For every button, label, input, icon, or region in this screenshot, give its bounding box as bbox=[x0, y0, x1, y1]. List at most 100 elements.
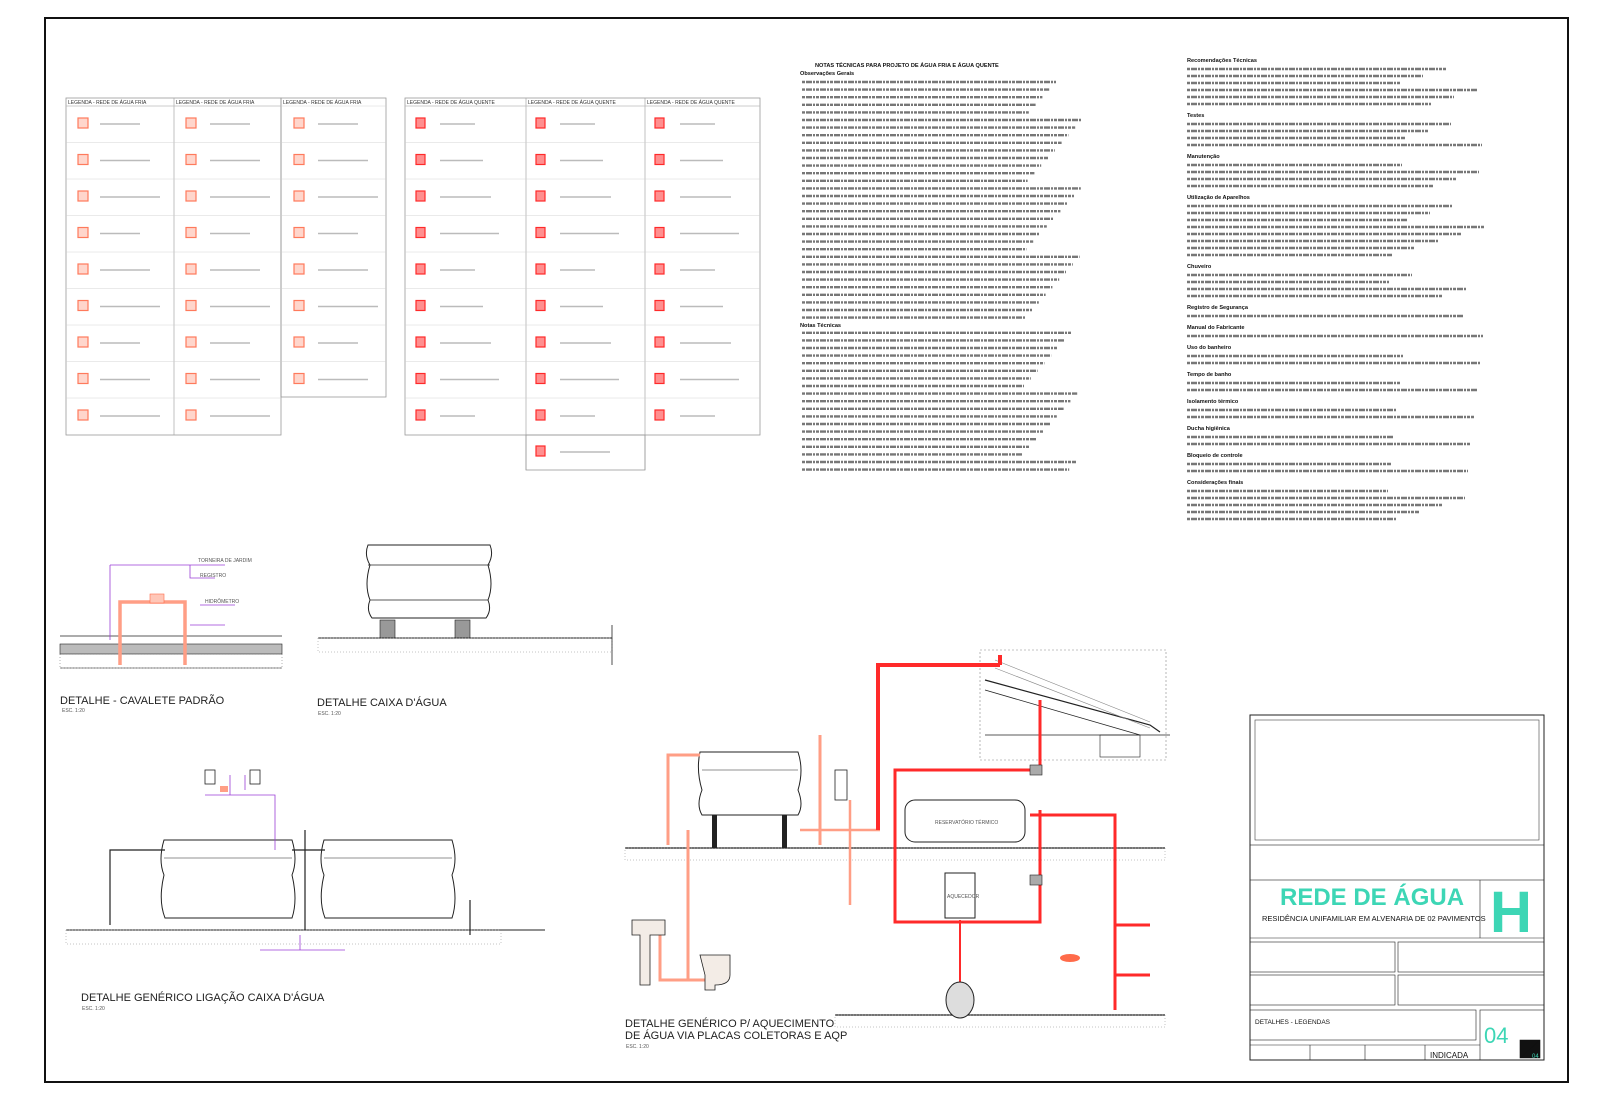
legend-symbol-icon bbox=[185, 153, 260, 166]
recommendation-heading: Utilização de Aparelhos bbox=[1187, 195, 1250, 201]
legend-symbol-icon bbox=[654, 226, 739, 239]
svg-text:REGISTRO: REGISTRO bbox=[200, 573, 226, 579]
legend-symbol-icon bbox=[415, 263, 475, 275]
legend-symbol-icon bbox=[415, 409, 475, 421]
legend-hot-water: LEGENDA - REDE DE ÁGUA QUENTE LEGENDA - … bbox=[404, 97, 761, 471]
legend-symbol-icon bbox=[77, 409, 160, 421]
legend-symbol-icon bbox=[293, 336, 358, 348]
boiler-label: RESERVATÓRIO TÉRMICO bbox=[935, 819, 998, 826]
legend-symbol-icon bbox=[293, 372, 368, 385]
recommendation-heading: Manual do Fabricante bbox=[1187, 325, 1245, 331]
legend-symbol-icon bbox=[654, 299, 723, 312]
ligacao-scale: ESC. 1:20 bbox=[82, 1006, 105, 1012]
legend-symbol-icon bbox=[185, 226, 250, 239]
legend-symbol-icon bbox=[535, 409, 595, 421]
recommendation-heading: Uso do banheiro bbox=[1187, 345, 1232, 351]
caixa-title: DETALHE CAIXA D'ÁGUA bbox=[317, 696, 447, 709]
sheet-content: DETALHES - LEGENDAS bbox=[1255, 1019, 1331, 1026]
legend-symbol-icon bbox=[654, 372, 739, 385]
legend-symbol-icon bbox=[77, 117, 140, 129]
legend-cold-header-3: LEGENDA - REDE DE ÁGUA FRIA bbox=[283, 99, 362, 106]
legend-symbol-icon bbox=[185, 117, 250, 129]
legend-symbol-icon bbox=[415, 226, 499, 239]
sheet-frame bbox=[44, 17, 1569, 1083]
heater bbox=[944, 872, 976, 919]
notes-title: NOTAS TÉCNICAS PARA PROJETO DE ÁGUA FRIA… bbox=[815, 61, 999, 69]
legend-symbol-icon bbox=[415, 299, 483, 312]
legend-symbol-icon bbox=[654, 263, 715, 275]
cavalete-title: DETALHE - CAVALETE PADRÃO bbox=[60, 694, 225, 707]
svg-text:TORNEIRA DE JARDIM: TORNEIRA DE JARDIM bbox=[198, 558, 252, 564]
legend-symbol-icon bbox=[654, 117, 715, 129]
legend-symbol-icon bbox=[77, 226, 140, 239]
cavalete-scale: ESC. 1:20 bbox=[62, 708, 85, 714]
legend-symbol-icon bbox=[185, 372, 260, 385]
legend-symbol-icon bbox=[535, 372, 619, 385]
legend-symbol-icon bbox=[293, 190, 378, 202]
legend-symbol-icon bbox=[535, 336, 611, 348]
notes-heading-technical: Notas Técnicas bbox=[800, 323, 841, 329]
aquecimento-title-2: DE ÁGUA VIA PLACAS COLETORAS E AQP bbox=[625, 1029, 847, 1042]
legend-symbol-icon bbox=[654, 336, 731, 348]
legend-symbol-icon bbox=[185, 336, 250, 348]
legend-symbol-icon bbox=[535, 263, 595, 275]
legend-symbol-icon bbox=[293, 263, 368, 275]
legend-symbol-icon bbox=[415, 153, 483, 166]
discipline-letter: H bbox=[1490, 880, 1532, 945]
heater-label: AQUECEDOR bbox=[947, 894, 980, 900]
project-description: RESIDÊNCIA UNIFAMILIAR EM ALVENARIA DE 0… bbox=[1262, 914, 1486, 923]
legend-symbol-icon bbox=[293, 153, 368, 166]
boiler bbox=[904, 799, 1026, 843]
legend-cold-water: LEGENDA - REDE DE ÁGUA FRIA LEGENDA - RE… bbox=[65, 97, 387, 436]
legend-symbol-icon bbox=[535, 117, 595, 129]
detail-ligacao-caixa: DETALHE GENÉRICO LIGAÇÃO CAIXA D'ÁGUA ES… bbox=[65, 769, 545, 1012]
legend-symbol-icon bbox=[535, 153, 603, 166]
recommendation-heading: Testes bbox=[1187, 113, 1204, 119]
recommendation-heading: Tempo de banho bbox=[1187, 372, 1232, 378]
recommendation-heading: Isolamento térmico bbox=[1187, 399, 1239, 405]
legend-symbol-icon bbox=[415, 372, 499, 385]
legend-symbol-icon bbox=[415, 190, 491, 202]
legend-symbol-icon bbox=[293, 299, 378, 312]
aquecimento-scale: ESC. 1:20 bbox=[626, 1044, 649, 1050]
legend-symbol-icon bbox=[77, 299, 160, 312]
legend-symbol-icon bbox=[77, 190, 160, 202]
project-name: REDE DE ÁGUA bbox=[1280, 883, 1464, 911]
legend-hot-header-2: LEGENDA - REDE DE ÁGUA QUENTE bbox=[528, 99, 616, 106]
recommendation-heading: Recomendações Técnicas bbox=[1187, 58, 1257, 64]
scale-value: INDICADA bbox=[1430, 1051, 1469, 1060]
recommendation-heading: Chuveiro bbox=[1187, 264, 1212, 270]
detail-caixa-dagua: DETALHE CAIXA D'ÁGUA ESC. 1:20 bbox=[317, 544, 613, 717]
legend-symbol-icon bbox=[185, 263, 260, 275]
ligacao-title: DETALHE GENÉRICO LIGAÇÃO CAIXA D'ÁGUA bbox=[81, 991, 325, 1004]
aquecimento-title-1: DETALHE GENÉRICO P/ AQUECIMENTO bbox=[625, 1017, 835, 1030]
legend-symbol-icon bbox=[415, 117, 475, 129]
legend-symbol-icon bbox=[535, 226, 619, 239]
legend-symbol-icon bbox=[77, 263, 150, 275]
legend-symbol-icon bbox=[535, 190, 611, 202]
recommendation-heading: Bloqueio de controle bbox=[1187, 453, 1243, 459]
legend-symbol-icon bbox=[293, 117, 358, 129]
recommendation-heading: Registro de Segurança bbox=[1187, 305, 1249, 311]
legend-symbol-icon bbox=[77, 372, 150, 385]
recommendation-heading: Manutenção bbox=[1187, 154, 1220, 160]
legend-cold-header-1: LEGENDA - REDE DE ÁGUA FRIA bbox=[68, 99, 147, 106]
legend-hot-header-1: LEGENDA - REDE DE ÁGUA QUENTE bbox=[407, 99, 495, 106]
legend-symbol-icon bbox=[185, 190, 270, 202]
legend-symbol-icon bbox=[185, 299, 270, 312]
detail-cavalete: TORNEIRA DE JARDIM REGISTRO HIDRÔMETRO D… bbox=[59, 558, 283, 714]
sheet-number: 04 bbox=[1484, 1023, 1508, 1048]
detail-aquecimento: RESERVATÓRIO TÉRMICO AQUECEDOR DETALHE G… bbox=[624, 649, 1170, 1050]
legend-symbol-icon bbox=[535, 299, 603, 312]
recommendation-heading: Considerações finais bbox=[1187, 480, 1243, 486]
recommendation-heading: Ducha higiênica bbox=[1187, 426, 1231, 432]
sheet-total: 04 bbox=[1532, 1054, 1539, 1060]
svg-text:HIDRÔMETRO: HIDRÔMETRO bbox=[205, 598, 239, 605]
notes-heading-general: Observações Gerais bbox=[800, 71, 854, 77]
legend-symbol-icon bbox=[654, 190, 731, 202]
legend-symbol-icon bbox=[415, 336, 491, 348]
legend-symbol-icon bbox=[185, 409, 270, 421]
caixa-scale: ESC. 1:20 bbox=[318, 711, 341, 717]
legend-symbol-icon bbox=[654, 409, 715, 421]
legend-symbol-icon bbox=[77, 336, 140, 348]
